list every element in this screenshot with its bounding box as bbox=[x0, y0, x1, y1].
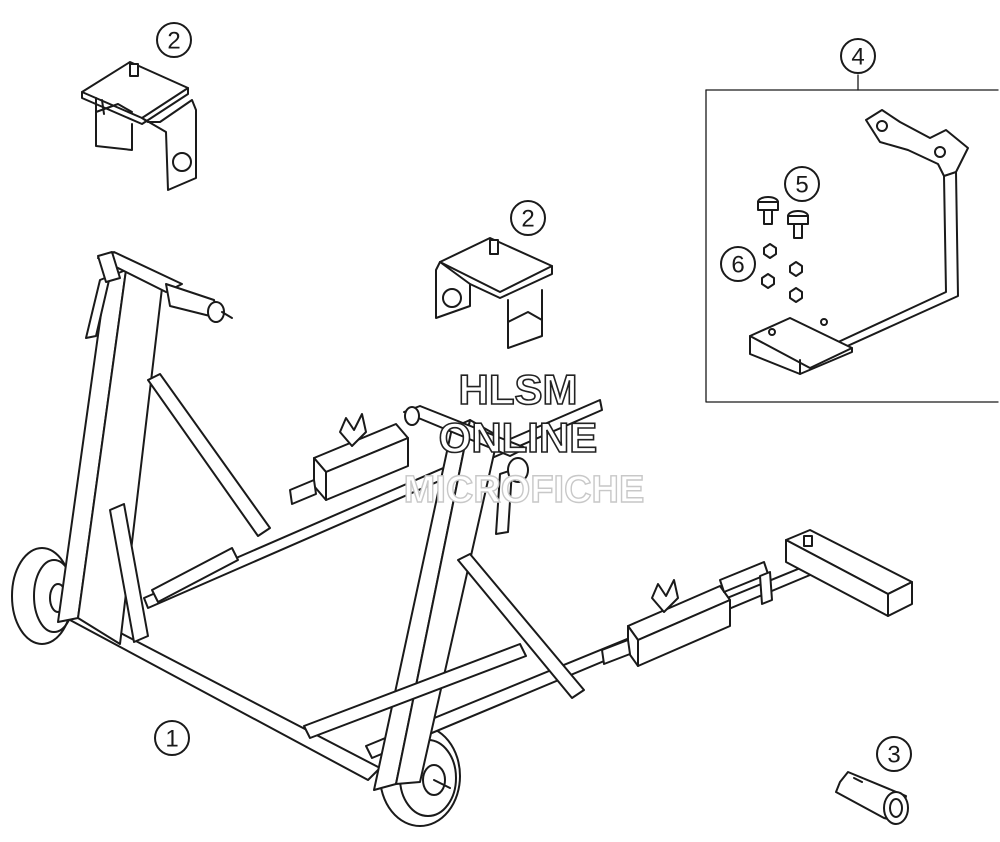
callout-3-label: 3 bbox=[887, 742, 900, 769]
watermark-line-1: HLSM bbox=[459, 366, 578, 413]
callout-3: 3 bbox=[876, 736, 912, 772]
part-socket-3 bbox=[835, 771, 909, 825]
callout-1-label: 1 bbox=[165, 726, 178, 753]
callout-4-label: 4 bbox=[851, 44, 864, 71]
part-stand-1 bbox=[11, 251, 913, 827]
part-bracket-2-lower bbox=[435, 237, 553, 349]
callout-2-lower: 2 bbox=[510, 200, 546, 236]
callout-4: 4 bbox=[840, 38, 876, 74]
watermark-line-3: MICROFICHE bbox=[404, 469, 645, 511]
part-bracket-2-upper bbox=[81, 61, 197, 191]
callout-6: 6 bbox=[720, 246, 756, 282]
part-4-frame bbox=[705, 74, 999, 403]
callout-1: 1 bbox=[154, 720, 190, 756]
part-nut-6 bbox=[761, 243, 803, 303]
watermark: HLSM ONLINE MICROFICHE bbox=[403, 365, 645, 512]
callout-2-upper-label: 2 bbox=[167, 28, 180, 55]
callout-2-lower-label: 2 bbox=[521, 206, 534, 233]
part-adapter-4 bbox=[749, 109, 969, 375]
part-bolt-5 bbox=[757, 196, 809, 239]
callout-6-label: 6 bbox=[731, 252, 744, 279]
watermark-line-2: ONLINE bbox=[439, 414, 598, 461]
callout-5: 5 bbox=[784, 166, 820, 202]
callout-2-upper: 2 bbox=[156, 22, 192, 58]
callout-5-label: 5 bbox=[795, 172, 808, 199]
